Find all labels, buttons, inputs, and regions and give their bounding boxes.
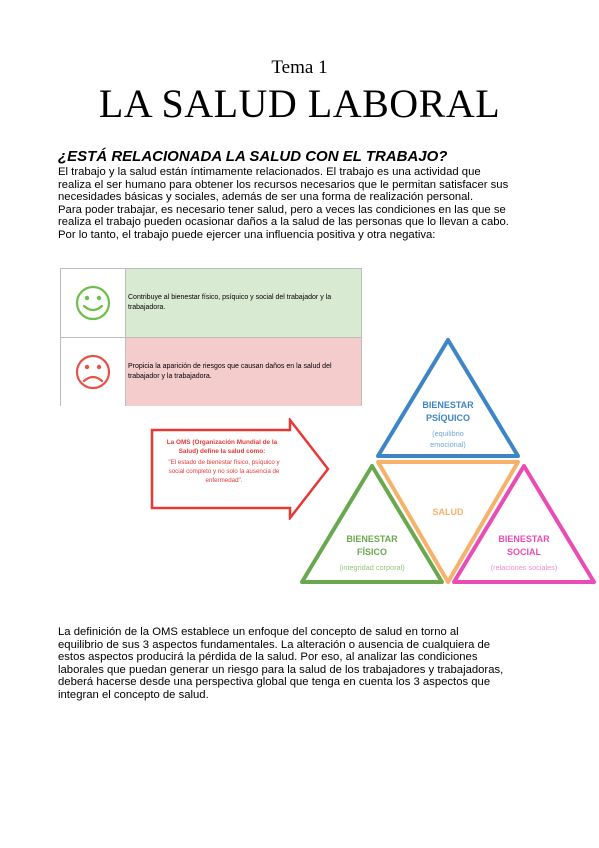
influence-table: Contribuye al bienestar físico, psíquico… bbox=[60, 268, 362, 406]
outro-paragraph: La definición de la OMS establece un enf… bbox=[58, 626, 528, 702]
negative-influence-row: Propicia la aparición de riesgos que cau… bbox=[61, 338, 361, 406]
sad-face-icon bbox=[61, 338, 126, 406]
social-triangle bbox=[452, 464, 596, 584]
psiquico-label: BIENESTAR bbox=[422, 400, 474, 410]
fisico-triangle bbox=[300, 464, 444, 584]
page-title: LA SALUD LABORAL bbox=[98, 81, 501, 126]
outro-line: equilibrio de sus 3 aspectos fundamental… bbox=[58, 638, 491, 651]
oms-definition-quote: enfermedad". bbox=[206, 477, 243, 484]
outro-line: laborales que puedan generar un riesgo p… bbox=[58, 663, 504, 676]
salud-triangle bbox=[376, 460, 520, 584]
social-label: SOCIAL bbox=[507, 547, 542, 557]
psiquico-sublabel: (equilibrio bbox=[432, 429, 464, 438]
topic-number: Tema 1 bbox=[271, 57, 328, 78]
positive-influence-text: Contribuye al bienestar físico, psíquico… bbox=[126, 269, 361, 337]
social-label: BIENESTAR bbox=[498, 534, 550, 544]
smiley-face-icon bbox=[61, 269, 126, 337]
intro-line: realiza el ser humano para obtener los r… bbox=[58, 178, 509, 191]
outro-line: estos aspectos producirá la pérdida de l… bbox=[58, 651, 478, 664]
oms-definition-heading: Salud) define la salud como: bbox=[179, 448, 266, 455]
oms-definition-heading: La OMS (Organización Mundial de la bbox=[167, 439, 278, 446]
oms-definition-quote: "El estado de bienestar físico, psíquico… bbox=[168, 459, 280, 466]
psiquico-sublabel: emocional) bbox=[430, 440, 466, 449]
fisico-label: FÍSICO bbox=[357, 547, 387, 557]
psiquico-triangle bbox=[376, 338, 520, 458]
oms-definition-quote: social completo y no solo la ausencia de bbox=[169, 468, 280, 475]
psiquico-label: PSÍQUICO bbox=[426, 413, 470, 423]
outro-line: deberá hacerse desde una perspectiva glo… bbox=[58, 676, 491, 689]
salud-label: SALUD bbox=[433, 507, 464, 517]
intro-line: Para poder trabajar, es necesario tener … bbox=[58, 203, 506, 216]
intro-line: Por lo tanto, el trabajo puede ejercer u… bbox=[58, 228, 436, 241]
outro-line: integran el concepto de salud. bbox=[58, 688, 209, 701]
negative-influence-text: Propicia la aparición de riesgos que cau… bbox=[126, 338, 361, 406]
arrow-shape bbox=[150, 418, 330, 520]
outro-line: La definición de la OMS establece un enf… bbox=[58, 626, 459, 638]
intro-line: necesidades básicas y sociales, además d… bbox=[58, 191, 474, 204]
fisico-sublabel: (integridad corporal) bbox=[339, 563, 404, 572]
intro-line: realiza el trabajo pueden ocasionar daño… bbox=[58, 216, 509, 229]
intro-line: El trabajo y la salud están íntimamente … bbox=[58, 166, 481, 178]
oms-definition-arrow: La OMS (Organización Mundial de la Salud… bbox=[150, 418, 330, 520]
fisico-label: BIENESTAR bbox=[346, 534, 398, 544]
social-sublabel: (relaciones sociales) bbox=[491, 563, 558, 572]
health-triangle-diagram: BIENESTAR PSÍQUICO (equilibrio emocional… bbox=[300, 338, 596, 584]
section-question: ¿ESTÁ RELACIONADA LA SALUD CON EL TRABAJ… bbox=[58, 148, 448, 165]
intro-paragraph: El trabajo y la salud están íntimamente … bbox=[58, 166, 548, 242]
positive-influence-row: Contribuye al bienestar físico, psíquico… bbox=[61, 269, 361, 338]
